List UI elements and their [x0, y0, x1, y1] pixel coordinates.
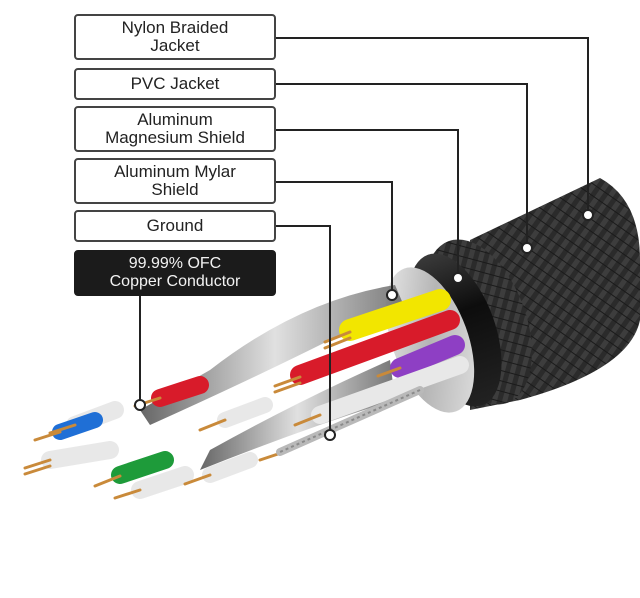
copper-strands [23, 330, 402, 500]
label-line1: PVC Jacket [130, 74, 220, 93]
label-pvc-jacket: PVC Jacket [74, 68, 276, 100]
label-line1: Ground [146, 216, 204, 235]
leader-lines [139, 37, 589, 435]
label-aluminum-mylar-shield: Aluminum Mylar Shield [74, 158, 276, 204]
label-line1: Nylon Braided [121, 18, 229, 37]
aluminum-mylar-shield-shape [140, 285, 410, 470]
leader-dots [134, 209, 594, 441]
label-line2: Shield [151, 180, 199, 199]
label-line2: Magnesium Shield [105, 128, 245, 147]
label-line2: Copper Conductor [109, 273, 241, 290]
leader-ground [276, 225, 331, 435]
label-line1: Aluminum Mylar [114, 162, 236, 181]
ground-wire [276, 386, 424, 456]
leader-aluminum-magnesium-shield [276, 129, 459, 278]
label-line2: Jacket [150, 36, 200, 55]
leader-pvc-jacket [276, 83, 528, 248]
label-ground: Ground [74, 210, 276, 242]
inner-conductors [41, 289, 469, 499]
leader-nylon-braided-jacket [276, 37, 589, 215]
label-aluminum-magnesium-shield: Aluminum Magnesium Shield [74, 106, 276, 152]
leader-aluminum-mylar-shield [276, 181, 393, 295]
label-nylon-braided-jacket: Nylon Braided Jacket [74, 14, 276, 60]
label-line1: Aluminum [137, 110, 213, 129]
label-copper-conductor: 99.99% OFC Copper Conductor [74, 250, 276, 296]
label-line1: 99.99% OFC [128, 255, 222, 272]
